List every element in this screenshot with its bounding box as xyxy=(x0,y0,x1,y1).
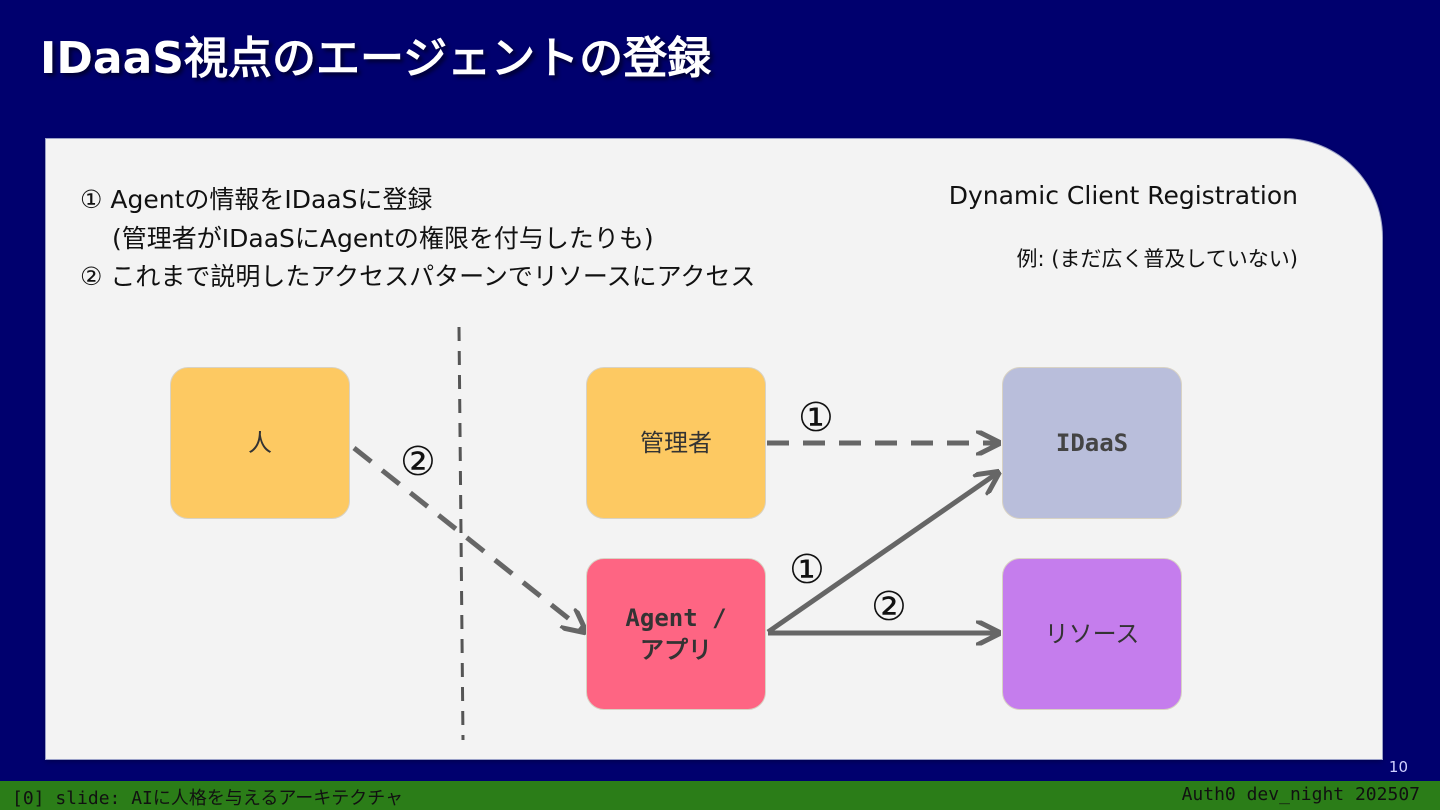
description-line-2: (管理者がIDaaSにAgentの権限を付与したりも) xyxy=(112,224,654,253)
slide-title: IDaaS視点のエージェントの登録 xyxy=(40,33,712,84)
label-admin-to-idaas: ① xyxy=(798,395,834,441)
description-line-3: ② これまで説明したアクセスパターンでリソースにアクセス xyxy=(80,262,756,291)
side-example: 例: (まだ広く普及していない) xyxy=(1016,247,1298,271)
page-number: 10 xyxy=(1388,758,1408,776)
arrow-agent-to-idaas xyxy=(766,474,996,635)
label-agent-to-resource: ② xyxy=(871,584,907,630)
status-left: [0] slide: AIに人格を与えるアーキテクチャ xyxy=(12,788,404,809)
description-line-1: ① Agentの情報をIDaaSに登録 xyxy=(80,185,433,214)
status-bar: [0] slide: AIに人格を与えるアーキテクチャ Auth0 dev_ni… xyxy=(0,781,1440,810)
side-title: Dynamic Client Registration xyxy=(948,181,1298,210)
agent-app-node: Agent / アプリ xyxy=(586,558,766,710)
admin-node: 管理者 xyxy=(586,367,766,519)
status-right: Auth0 dev_night 202507 xyxy=(1181,784,1420,805)
resource-node: リソース xyxy=(1002,558,1182,710)
idaas-node: IDaaS xyxy=(1002,367,1182,519)
label-human-to-agent: ② xyxy=(400,439,436,485)
human-node: 人 xyxy=(170,367,350,519)
label-agent-to-idaas: ① xyxy=(789,547,825,593)
arrow-human-to-agent xyxy=(352,446,583,630)
separator-line xyxy=(457,326,465,741)
